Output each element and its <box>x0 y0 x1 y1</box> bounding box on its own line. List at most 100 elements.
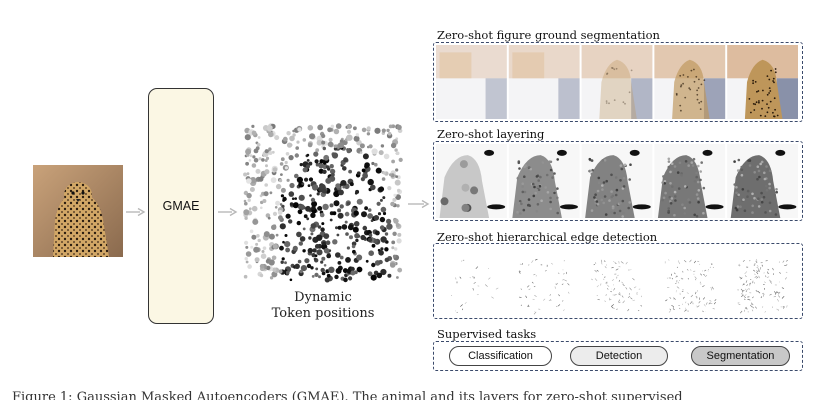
token-dot <box>329 164 334 169</box>
spot <box>690 69 693 72</box>
thumbnail <box>508 45 580 119</box>
token-dot <box>292 129 296 133</box>
token-dot <box>333 200 340 207</box>
layer-dot <box>593 196 596 199</box>
token-dot <box>316 234 323 241</box>
layer-dot <box>768 201 772 205</box>
token-dot <box>280 157 285 162</box>
edge-stroke <box>673 272 676 275</box>
token-dot <box>396 238 402 244</box>
edge-stroke <box>460 260 463 262</box>
layer-dot <box>537 188 541 192</box>
token-dot <box>368 144 373 149</box>
layer-dot <box>697 189 701 192</box>
spot <box>772 80 774 82</box>
layer-dot <box>667 160 671 163</box>
edge-stroke <box>760 296 763 299</box>
edge-stroke <box>745 306 747 310</box>
token-dot <box>333 190 340 198</box>
edge-stroke <box>488 277 491 280</box>
token-dot <box>323 247 330 254</box>
layer-blob <box>775 149 786 156</box>
edge-stroke <box>785 271 788 274</box>
layer-dot <box>610 190 613 193</box>
token-dot <box>312 248 317 253</box>
token-dot <box>378 186 385 192</box>
layer-dot <box>687 164 690 167</box>
edge-stroke <box>618 293 621 296</box>
token-dot <box>280 260 284 264</box>
token-dot <box>346 259 350 263</box>
layer-dot <box>621 199 625 203</box>
token-dot <box>395 168 399 172</box>
edge-stroke <box>544 270 547 272</box>
token-dot <box>333 128 340 135</box>
token-dot <box>367 271 373 277</box>
token-dot <box>376 201 381 206</box>
layer-dot <box>603 159 607 162</box>
token-dot <box>382 211 387 216</box>
token-dot <box>302 249 306 253</box>
layer-dot <box>735 191 738 195</box>
edge-stroke <box>604 266 607 269</box>
token-dot <box>259 263 265 269</box>
token-dot <box>361 127 367 133</box>
token-dot <box>388 124 393 129</box>
token-dot <box>390 201 395 207</box>
edge-stroke <box>696 305 700 308</box>
token-dot <box>291 197 295 200</box>
layer-dot <box>739 205 742 208</box>
token-dot <box>329 203 334 208</box>
token-dot <box>256 143 261 147</box>
token-dot <box>282 198 286 202</box>
token-dot <box>306 217 310 221</box>
spot <box>687 76 689 78</box>
token-dot <box>252 218 259 225</box>
token-dot <box>279 179 283 183</box>
token-dot <box>320 267 325 273</box>
spot <box>750 111 752 114</box>
edge-stroke <box>746 284 749 286</box>
token-dot <box>243 274 248 279</box>
layer-base <box>778 204 797 210</box>
token-dot <box>317 124 324 131</box>
token-dot <box>368 233 373 238</box>
token-dot <box>364 164 369 169</box>
edge-stroke <box>672 307 674 309</box>
token-dot <box>395 223 400 227</box>
token-dot <box>355 133 360 137</box>
token-dot <box>321 222 325 226</box>
token-dot <box>337 142 344 149</box>
edge-stroke <box>747 298 751 301</box>
edge-stroke <box>640 305 643 307</box>
token-dot <box>311 201 318 207</box>
token-dot <box>364 206 368 211</box>
layer-dot <box>667 207 670 210</box>
edge-stroke <box>612 307 615 309</box>
layer-dot <box>531 182 535 186</box>
layer-dot <box>751 211 754 214</box>
token-dot <box>321 133 326 139</box>
edge-stroke <box>704 275 708 277</box>
token-dot <box>251 163 257 168</box>
edge-stroke <box>756 271 759 275</box>
token-dot <box>362 225 368 231</box>
edge-stroke <box>456 311 458 313</box>
token-dot <box>356 171 361 176</box>
edge-stroke <box>786 305 788 308</box>
token-dot <box>353 126 357 131</box>
edge-stroke <box>778 295 781 298</box>
token-dot <box>306 164 310 169</box>
layer-dot <box>736 169 740 172</box>
token-dot <box>378 259 383 265</box>
token-dot <box>311 184 319 191</box>
token-dot <box>263 231 270 238</box>
token-dot <box>245 148 252 155</box>
thumbnail <box>727 45 798 119</box>
spot <box>697 87 700 89</box>
spot <box>682 82 684 85</box>
layer-dot <box>751 204 754 208</box>
token-dot <box>360 234 366 241</box>
token-dot <box>382 196 386 200</box>
edge-stroke <box>682 289 684 291</box>
